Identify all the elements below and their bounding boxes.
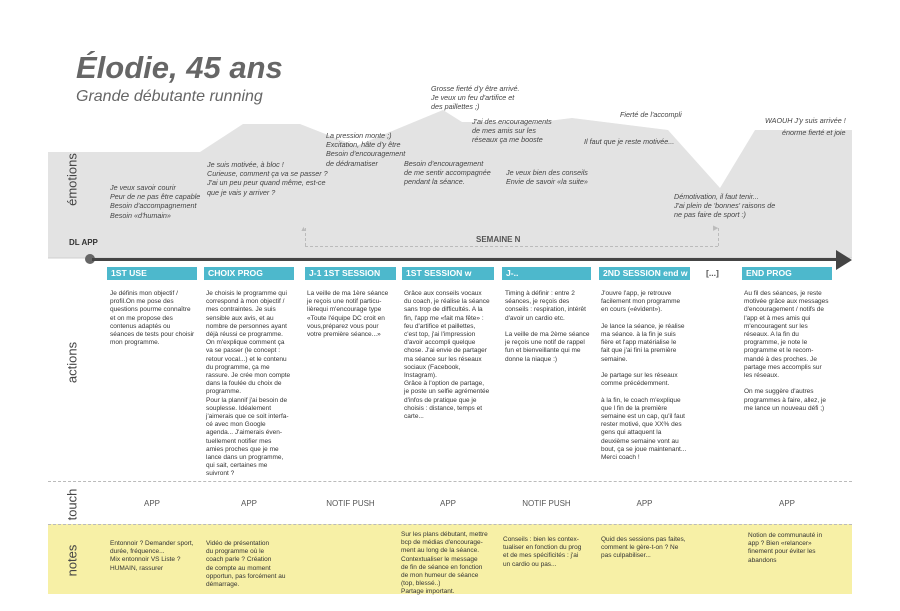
stage-note: Notion de communauté in app ? Bien «rela… [748, 532, 823, 564]
row-label-actions: actions [64, 341, 80, 384]
stage-action: Au fil des séances, je reste motivée grâ… [744, 290, 829, 412]
stage-touchpoint: APP [778, 499, 795, 508]
row-separator-touch [48, 481, 852, 482]
stage-header: CHOIX PROG [204, 267, 294, 280]
stage-touchpoint: APP [439, 499, 456, 508]
timeline-start-dot [85, 254, 95, 264]
emotion-note: Grosse fierté d'y être arrivé. Je veux u… [431, 84, 520, 112]
week-bracket-left [305, 228, 306, 246]
stage-note: Vidéo de présentation du programme où le… [206, 540, 286, 589]
stage-touchpoint: NOTIF PUSH [326, 499, 375, 508]
emotion-note: Il faut que je reste motivée... [584, 137, 675, 146]
stage-header: 1ST USE [107, 267, 197, 280]
emotion-note: J'ai des encouragements de mes amis sur … [472, 117, 552, 145]
timeline-arrow-icon [836, 250, 852, 270]
stage-header: J-1 1ST SESSION [305, 267, 396, 280]
timeline-line [92, 258, 838, 261]
stage-header: 2ND SESSION end w [599, 267, 690, 280]
stage-header: 1ST SESSION w [402, 267, 494, 280]
stage-ellipsis: [...] [706, 268, 719, 278]
week-bracket-arrow-up-icon: ▲ [300, 226, 307, 233]
emotion-note: WAOUH J'y suis arrivée ! [765, 116, 846, 125]
stage-note: Conseils : bien les contex- tualiser en … [503, 536, 582, 568]
emotion-curve-area [48, 110, 852, 258]
emotion-note: La pression monte ;) Excitation, hâte d'… [326, 131, 406, 168]
stage-action: J'ouvre l'app, je retrouve facilement mo… [601, 290, 687, 462]
stage-touchpoint: APP [636, 499, 653, 508]
row-label-emotions: émotions [64, 153, 80, 206]
stage-note: Entonnoir ? Demander sport, durée, fréqu… [110, 540, 194, 572]
week-bracket-arrow-right-icon: ▶ [713, 225, 719, 232]
stage-touchpoint: APP [240, 499, 257, 508]
week-bracket-right [718, 228, 719, 246]
emotion-note: Je veux savoir courir Peur de ne pas êtr… [110, 183, 201, 220]
emotion-note: Fierté de l'accompli [620, 110, 682, 119]
row-label-notes: notes [64, 544, 80, 577]
stage-note: Sur les plans débutant, mettre bcp de mé… [401, 531, 488, 596]
emotion-note: Démotivation, il faut tenir... J'ai plei… [674, 192, 776, 220]
week-bracket-line [305, 246, 718, 247]
persona-name: Élodie, 45 ans [76, 50, 283, 85]
week-label: SEMAINE N [476, 235, 521, 244]
emotion-note: énorme fierté et joie [782, 128, 846, 137]
stage-action: Je définis mon objectif / profil.On me p… [110, 290, 195, 347]
row-separator-notes [48, 524, 852, 525]
emotion-note: Besoin d'encouragement de me sentir acco… [404, 159, 491, 187]
stage-note: Quid des sessions pas faites, comment le… [601, 536, 686, 560]
notes-band [48, 524, 852, 594]
persona-subtitle: Grande débutante running [76, 88, 263, 105]
stage-action: Timing à définir : entre 2 séances, je r… [505, 290, 590, 363]
stage-touchpoint: NOTIF PUSH [522, 499, 571, 508]
stage-header: END PROG [742, 267, 832, 280]
emotion-note: Je suis motivée, à bloc ! Curieuse, comm… [207, 160, 328, 197]
timeline-start-label: DL APP [69, 238, 98, 247]
stage-touchpoint: APP [143, 499, 160, 508]
stage-action: La veille de ma 1ère séance je reçois un… [307, 290, 389, 339]
stage-header: J-.. [502, 267, 591, 280]
stage-action: Grâce aux conseils vocaux du coach, je r… [404, 290, 490, 421]
stage-action: Je choisis le programme qui correspond à… [206, 290, 291, 478]
emotion-note: Je veux bien des conseils Envie de savoi… [506, 168, 588, 187]
